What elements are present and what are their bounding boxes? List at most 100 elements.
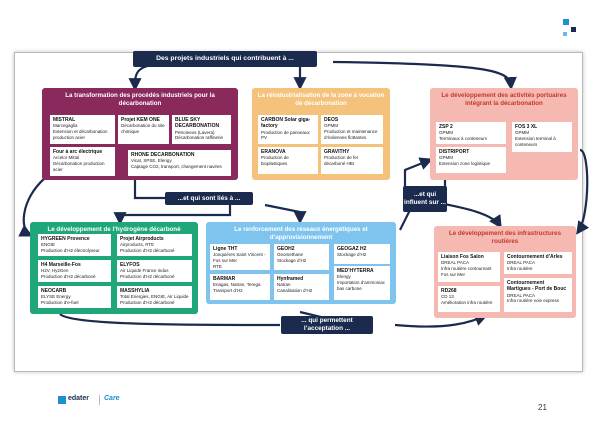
card-liaison-fos-salon: Liaison Fos Salon DREAL PACA Infra routi… xyxy=(438,252,500,282)
card-line: Vicat, SPSE, Elengy xyxy=(131,158,172,164)
card-line: Infra routière contournant Fos sur Mer xyxy=(441,265,492,277)
card-title: DEOS xyxy=(324,117,339,123)
card-line: Air Liquide France indus xyxy=(120,268,169,274)
card-line: DREAL PACA xyxy=(441,260,470,266)
card-airproducts: Projet Airproducts Airproducts, RTE Prod… xyxy=(117,234,192,256)
card-line: Infra routière voie express xyxy=(507,298,560,304)
connector-influent: ...et qui influent sur ... xyxy=(403,186,447,212)
card-title: H4 Marseille-Fos xyxy=(41,262,81,268)
card-rhone: RHONE DECARBONATION Vicat, SPSE, Elengy … xyxy=(128,150,231,176)
card-line: Extension zone logistique xyxy=(439,160,491,166)
card-title: FOS 3 XL xyxy=(515,124,538,130)
connector-sont-lies: ...et qui sont liés à ... xyxy=(165,192,253,205)
card-masshylia: MASSHYLIA Total Energies, ENGIE, Air Liq… xyxy=(117,286,192,308)
card-zsp2: ZSP 2 GPMM Terminaux à conteneurs xyxy=(436,122,506,144)
connector-permettent: ... qui permettent l’acceptation ... xyxy=(281,316,373,334)
card-mistral: MISTRAL Marcegaglia Extension et décarbo… xyxy=(50,115,115,144)
card-title: RHONE DECARBONATION xyxy=(131,152,195,158)
card-title: DISTRIPORT xyxy=(439,149,470,155)
card-contournement-martigues: Contournement Martigues - Port de Bouc D… xyxy=(504,278,572,312)
card-line: GPMM xyxy=(439,130,453,136)
card-title: Liaison Fos Salon xyxy=(441,254,484,260)
card-line: Décarbonation raffinerie xyxy=(175,135,223,141)
brand-divider xyxy=(99,395,100,405)
group-hydrogene-title: Le développement de l’hydrogène décarbon… xyxy=(47,226,181,233)
card-distriport: DISTRIPORT GPMM Extension zone logistiqu… xyxy=(436,147,506,173)
group-reseaux-title: Le renforcement des réseaux énergétiques… xyxy=(234,226,368,241)
card-line: Enagas, Natran, Terega xyxy=(213,282,261,288)
card-kem-one: Projet KEM ONE Décarbonation du site chi… xyxy=(118,115,169,144)
card-line: GPMM xyxy=(324,123,338,129)
card-title: Hynframed xyxy=(277,276,304,282)
card-title: MASSHYLIA xyxy=(120,288,150,294)
card-contournement-arles: Contournement d’Arles DREAL PACA Infra r… xyxy=(504,252,572,274)
card-line: Canalisation d’H2 xyxy=(277,287,313,293)
group-portuaires-title: Le développement des activités portuaire… xyxy=(441,92,567,107)
card-neocarb: NEOCARB ELYSE Energy Production d’e-fuel xyxy=(38,286,111,308)
card-line: Extension terminal à conteneurs xyxy=(515,135,556,147)
card-title: GEOGAZ H2 xyxy=(337,246,367,252)
card-line: DREAL PACA xyxy=(507,292,536,298)
card-title: CARBON Solar giga-factory xyxy=(261,117,311,130)
card-line: Stockage d’H2 xyxy=(337,252,367,258)
card-line: Production de bioplastiques xyxy=(261,155,289,166)
card-carbon-solar: CARBON Solar giga-factory Production de … xyxy=(258,115,318,144)
card-line: ELYSE Energy xyxy=(41,294,71,300)
card-four-arc: Four à arc électrique Arcelor Mittal Déc… xyxy=(50,147,115,176)
header-title: Des projets industriels qui contribuent … xyxy=(133,51,317,67)
card-line: Décarbonation production acier xyxy=(53,160,105,172)
card-line: DREAL PACA xyxy=(507,260,536,266)
card-title: GRAVITHY xyxy=(324,149,350,155)
card-title: RD268 xyxy=(441,288,457,294)
card-line: Petroineos (Lavera) xyxy=(175,129,215,135)
card-line: Jonquières Saint Vincent - Fos sur Mer xyxy=(213,252,266,263)
card-line: Production d’H2 décarboné xyxy=(41,273,96,279)
card-line: Importation d’ammoniac bas carbone xyxy=(337,279,386,291)
card-line: Production d’H2 décarboné xyxy=(120,247,175,253)
care-brand: Care xyxy=(104,395,120,402)
card-title: Contournement Martigues - Port de Bouc xyxy=(507,280,567,293)
card-line: CD 13 xyxy=(441,294,454,300)
card-blue-sky: BLUE SKY DECARBONATION Petroineos (Laver… xyxy=(172,115,231,144)
card-title: HYGREEN Provence xyxy=(41,236,90,242)
card-line: GPMM xyxy=(515,130,529,136)
card-line: Stockage d’H2 xyxy=(277,257,307,263)
card-title: ERANOVA xyxy=(261,149,286,155)
card-geogaz-h2: GEOGAZ H2 Stockage d’H2 xyxy=(334,244,390,264)
card-line: Production de fer décarboné HBI xyxy=(324,155,359,166)
card-title: NEOCARB xyxy=(41,288,67,294)
card-title: BLUE SKY DECARBONATION xyxy=(175,117,220,130)
card-deos: DEOS GPMM Production et maintenance d’éo… xyxy=(321,115,383,144)
card-line: Production de panneaux PV xyxy=(261,129,310,141)
card-h4-marseille: H4 Marseille-Fos H2V, Hy2Gen Production … xyxy=(38,260,111,282)
card-line: Production d’H2 décarboné xyxy=(120,299,175,305)
card-title: ZSP 2 xyxy=(439,124,453,130)
card-line: Décarbonation du site chimique xyxy=(121,123,165,134)
card-line: H2V, Hy2Gen xyxy=(41,268,69,274)
card-elyfos: ELYFOS Air Liquide France indus Producti… xyxy=(117,260,192,282)
card-line: Extension et décarbonation production ac… xyxy=(53,128,108,140)
card-line: Arcelor Mittal xyxy=(53,155,80,161)
card-hynframed: Hynframed Natran Canalisation d’H2 xyxy=(274,274,329,300)
card-line: Production d’H2 électrolyseur xyxy=(41,247,100,253)
card-line: Elengy xyxy=(337,274,351,280)
card-title: Four à arc électrique xyxy=(53,149,103,155)
card-line: Transport d’H2 xyxy=(213,287,243,293)
card-line: Airproducts, RTE xyxy=(120,242,155,248)
card-title: MISTRAL xyxy=(53,117,76,123)
card-title: Contournement d’Arles xyxy=(507,254,563,260)
card-title: MED’HYTERRA xyxy=(337,268,374,274)
card-title: Projet Airproducts xyxy=(120,236,164,242)
group-infrastructures-title: Le développement des infrastructures rou… xyxy=(448,230,562,245)
card-barmar: BARMAR Enagas, Natran, Terega Transport … xyxy=(210,274,270,300)
card-line: GPMM xyxy=(439,155,453,161)
group-reindustrialisation-title: La réindustrialisation de la zone à voca… xyxy=(257,92,385,107)
card-line: Production d’H2 décarboné xyxy=(120,273,175,279)
card-line: Natran xyxy=(277,282,291,288)
card-line: Production et maintenance d’éoliennes fl… xyxy=(324,128,378,140)
edater-logo-icon xyxy=(58,396,66,404)
card-line: ENGIE xyxy=(41,242,56,248)
card-line: Captage CO2, transport, changement navir… xyxy=(131,163,222,169)
edater-brand: edater xyxy=(68,395,90,402)
